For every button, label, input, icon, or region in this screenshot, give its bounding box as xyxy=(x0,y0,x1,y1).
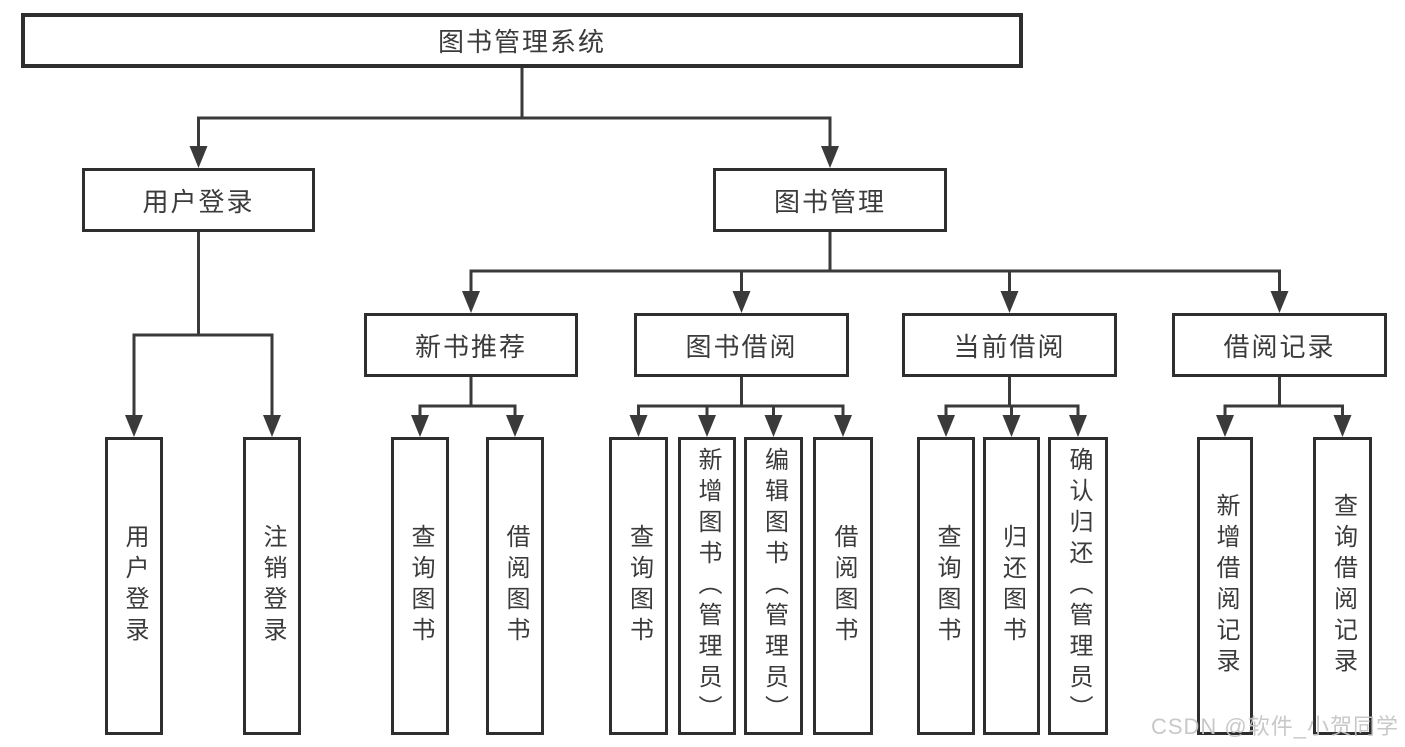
leaf-user-login: 用户登录 xyxy=(105,437,163,735)
leaf-query-books-recommend: 查询图书 xyxy=(391,437,449,735)
leaf-return-books-label: 归还图书 xyxy=(998,524,1026,648)
node-user-login: 用户登录 xyxy=(82,168,315,232)
leaf-add-borrow-record-label: 新增借阅记录 xyxy=(1212,493,1239,679)
leaf-query-books-borrowing-label: 查询图书 xyxy=(625,524,653,648)
leaf-edit-books-admin: 编辑图书（管理员） xyxy=(744,437,803,735)
leaf-add-books-admin-label: 新增图书（管理员） xyxy=(694,446,721,726)
leaf-confirm-return-admin: 确认归还（管理员） xyxy=(1048,437,1108,735)
leaf-logout-label: 注销登录 xyxy=(259,524,286,648)
node-book-borrowing-label: 图书借阅 xyxy=(685,331,798,362)
leaf-borrow-books-recommend-label: 借阅图书 xyxy=(502,524,529,648)
leaf-query-books-current: 查询图书 xyxy=(917,437,975,735)
node-current-borrowing: 当前借阅 xyxy=(902,313,1117,377)
leaf-logout: 注销登录 xyxy=(243,437,301,735)
node-new-book-recommendation: 新书推荐 xyxy=(364,313,578,377)
leaf-borrow-books-borrowing: 借阅图书 xyxy=(813,437,873,735)
leaf-return-books: 归还图书 xyxy=(983,437,1040,735)
node-book-management-label: 图书管理 xyxy=(773,186,886,217)
leaf-query-borrow-record-label: 查询借阅记录 xyxy=(1329,493,1357,679)
leaf-edit-books-admin-label: 编辑图书（管理员） xyxy=(760,446,788,726)
leaf-borrow-books-borrowing-label: 借阅图书 xyxy=(830,524,857,648)
node-new-book-recommendation-label: 新书推荐 xyxy=(414,331,527,362)
leaf-query-books-current-label: 查询图书 xyxy=(933,524,960,648)
node-current-borrowing-label: 当前借阅 xyxy=(953,331,1066,362)
node-borrowing-records: 借阅记录 xyxy=(1172,313,1387,377)
leaf-borrow-books-recommend: 借阅图书 xyxy=(486,437,544,735)
leaf-add-borrow-record: 新增借阅记录 xyxy=(1197,437,1253,735)
node-book-management: 图书管理 xyxy=(713,168,947,232)
watermark: CSDN @软件_小贺同学 xyxy=(1150,714,1399,739)
node-library-management-system-label: 图书管理系统 xyxy=(437,27,606,57)
leaf-add-books-admin: 新增图书（管理员） xyxy=(678,437,736,735)
leaf-user-login-label: 用户登录 xyxy=(121,524,148,648)
node-library-management-system: 图书管理系统 xyxy=(21,13,1023,68)
leaf-confirm-return-admin-label: 确认归还（管理员） xyxy=(1065,446,1092,726)
node-book-borrowing: 图书借阅 xyxy=(634,313,849,377)
node-borrowing-records-label: 借阅记录 xyxy=(1223,331,1336,362)
leaf-query-books-borrowing: 查询图书 xyxy=(609,437,668,735)
node-user-login-label: 用户登录 xyxy=(142,186,255,217)
leaf-query-borrow-record: 查询借阅记录 xyxy=(1313,437,1372,735)
leaf-query-books-recommend-label: 查询图书 xyxy=(407,524,434,648)
